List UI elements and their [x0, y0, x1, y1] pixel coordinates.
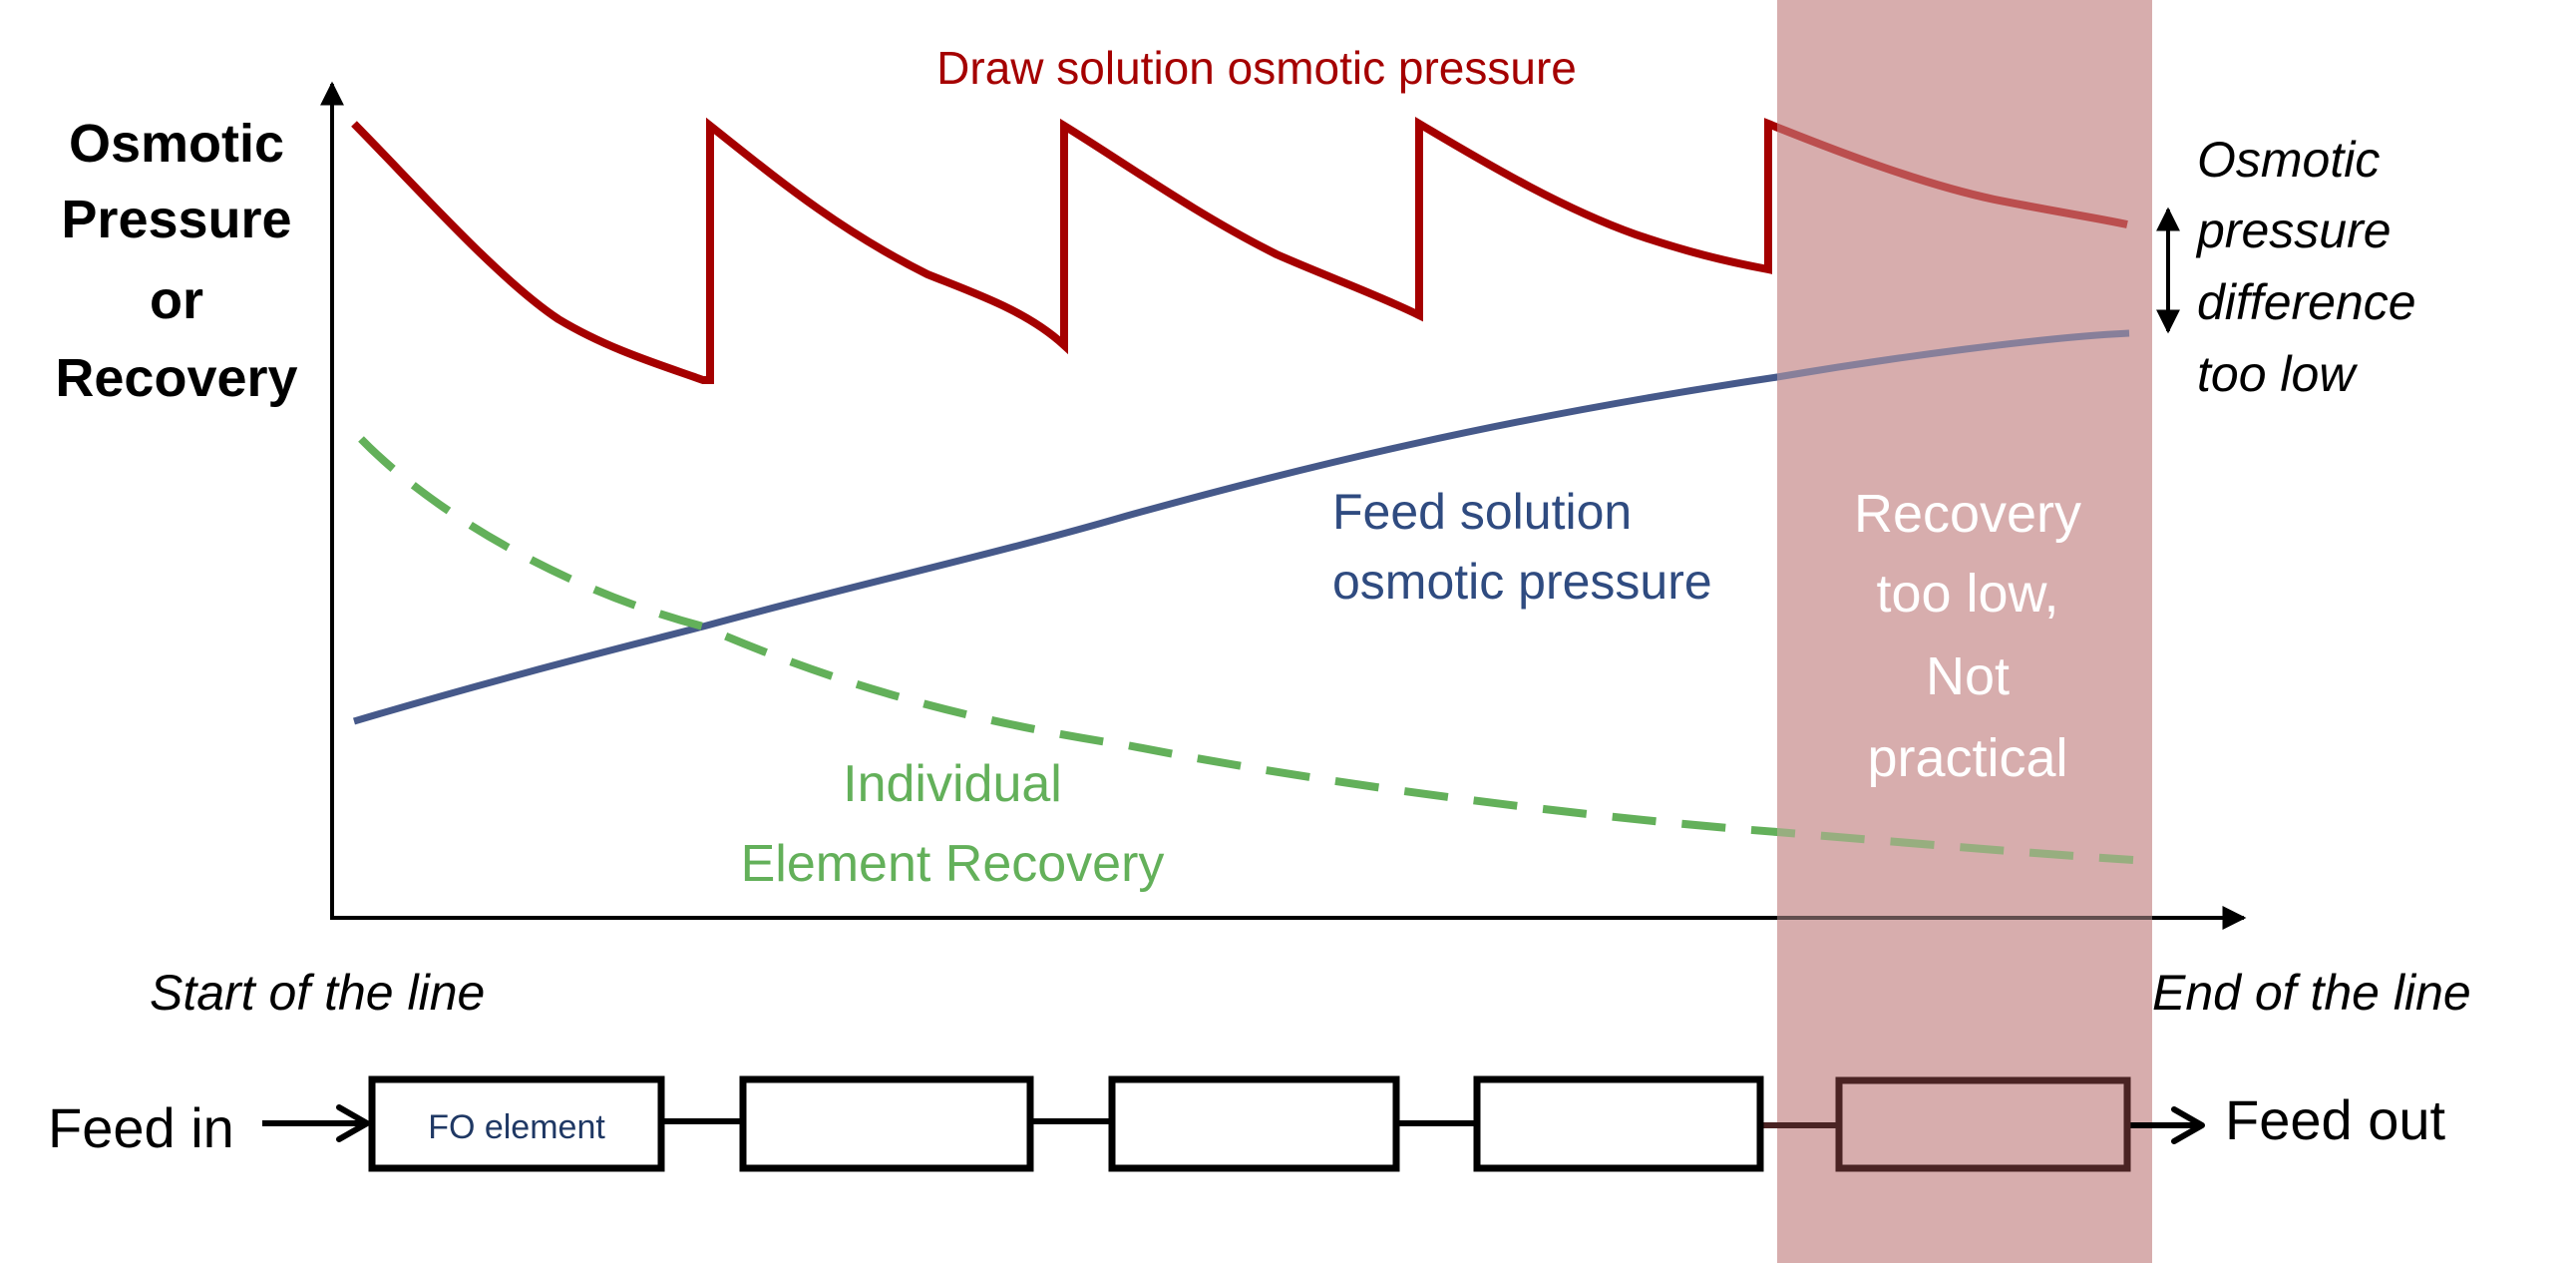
impractical-label-line: practical [1867, 728, 2067, 788]
recovery-label-line: Element Recovery [741, 835, 1165, 893]
draw-solution-curve [351, 116, 2128, 384]
feed-solution-label-line: Feed solution [1332, 484, 1632, 540]
recovery-label-line: Individual [843, 755, 1062, 813]
feed-in-label: Feed in [48, 1096, 234, 1159]
feed-out-label: Feed out [2225, 1088, 2445, 1151]
fo-element-box-5 [1835, 1076, 2131, 1172]
difference-annotation-line: Osmotic [2197, 132, 2380, 188]
difference-annotation-line: too low [2197, 346, 2358, 402]
start-of-line-label: Start of the line [150, 965, 485, 1021]
fo-element-label: FO element [428, 1108, 605, 1146]
fo-element-box-4 [1473, 1075, 1764, 1172]
end-of-line-label: End of the line [2152, 965, 2471, 1021]
impractical-region [1777, 0, 2152, 1263]
difference-annotation-line: pressure [2195, 203, 2392, 258]
y-axis-label-line: Pressure [61, 190, 291, 249]
impractical-region-label: Recovery too low, Not practical [1854, 484, 2081, 788]
y-axis-label-line: or [150, 270, 203, 330]
feed-solution-label-line: osmotic pressure [1332, 554, 1712, 610]
fo-element-box-3 [1108, 1075, 1400, 1172]
draw-solution-label: Draw solution osmotic pressure [936, 42, 1577, 94]
recovery-label: Individual Element Recovery [741, 755, 1165, 893]
feed-solution-label: Feed solution osmotic pressure [1332, 484, 1712, 610]
y-axis-label-line: Recovery [55, 348, 297, 408]
fo-element-box-2 [739, 1075, 1034, 1172]
impractical-label-line: Not [1926, 646, 2010, 706]
feed-solution-curve [353, 329, 2130, 725]
difference-annotation-line: difference [2197, 274, 2416, 330]
y-axis-label: Osmotic Pressure or Recovery [55, 114, 297, 408]
feed-out-arrowhead-icon [2171, 1106, 2205, 1144]
impractical-label-line: too low, [1876, 564, 2058, 624]
difference-annotation: Osmotic pressure difference too low [2195, 132, 2416, 402]
y-axis-label-line: Osmotic [69, 114, 284, 174]
fo-element-box-1 [368, 1075, 665, 1172]
feed-in-arrowhead-icon [336, 1104, 370, 1142]
impractical-label-line: Recovery [1854, 484, 2081, 544]
impractical-region-overlay [1777, 0, 2152, 1263]
